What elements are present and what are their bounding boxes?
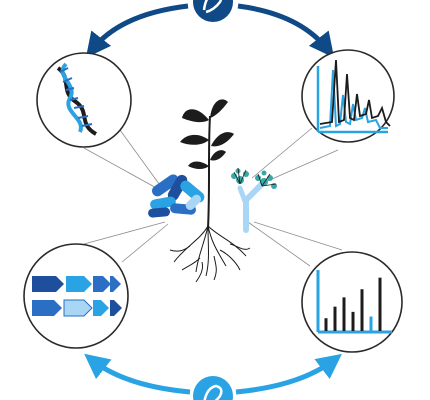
connector-lines — [83, 127, 343, 267]
gene-cluster-panel — [23, 243, 129, 349]
plant-with-roots-icon — [169, 99, 251, 283]
leaf — [210, 99, 228, 118]
mass-spectrum-panel — [301, 251, 403, 353]
leaf — [188, 161, 209, 169]
dna-helix-icon — [56, 62, 98, 136]
refresh-cycle-icon — [193, 0, 233, 22]
gene-arrow — [63, 299, 93, 317]
chromatogram-panel — [301, 49, 395, 143]
gene-cluster-arrows-icon — [32, 276, 122, 317]
gene-arrow — [93, 276, 111, 292]
dna-panel — [36, 52, 132, 148]
gene-arrow — [66, 276, 92, 292]
top-arc-right — [237, 3, 335, 58]
refresh-cycle-icon — [193, 376, 233, 400]
gene-arrow — [110, 276, 121, 292]
mass-spectrum-icon — [316, 270, 392, 334]
leaf — [182, 109, 209, 123]
gene-row — [32, 276, 121, 292]
roots — [169, 225, 251, 283]
gene-arrow — [32, 300, 62, 316]
spectrum-peaks — [324, 277, 382, 331]
leaf — [211, 132, 234, 147]
gene-row — [32, 299, 122, 317]
fungal-conidiophore-icon — [231, 167, 277, 233]
bottom-cycle-arrow — [84, 353, 342, 400]
gene-arrow — [93, 300, 109, 316]
gene-arrow — [110, 300, 122, 316]
top-arc-left — [85, 3, 189, 58]
rod-bacteria-icon — [148, 174, 205, 218]
bottom-arc-left — [84, 353, 191, 395]
leaf — [180, 134, 209, 145]
chromatogram-icon — [316, 59, 391, 134]
top-cycle-arrow — [85, 0, 335, 58]
bottom-arc-right — [235, 353, 342, 395]
leaf — [210, 150, 226, 161]
gene-arrow — [32, 276, 64, 292]
